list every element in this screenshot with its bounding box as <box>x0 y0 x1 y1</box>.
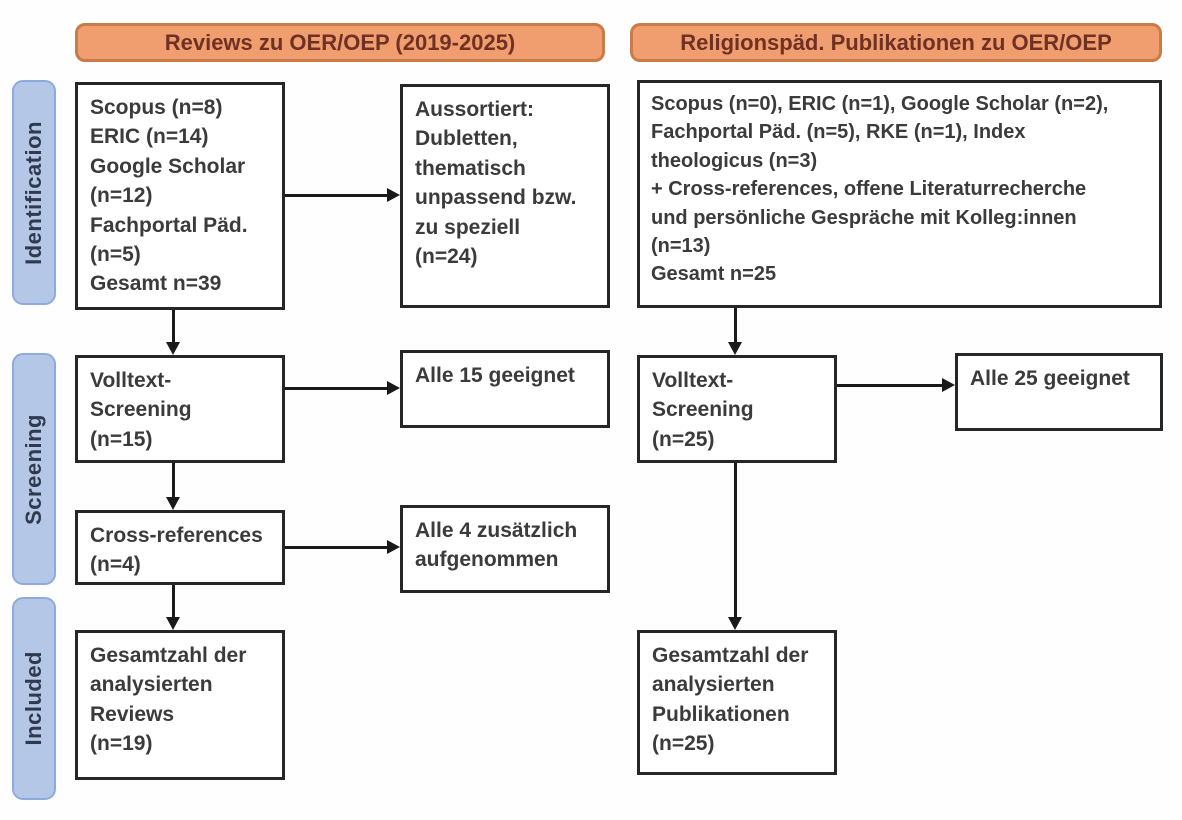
arrow-crossref-to-result <box>285 540 400 554</box>
arrow-sources-to-excluded <box>285 188 400 202</box>
stage-label-screening-text: Screening <box>21 413 46 525</box>
stage-label-included-text: Included <box>21 651 46 746</box>
box-left-fulltext-result: Alle 15 geeignet <box>400 350 610 428</box>
box-right-sources: Scopus (n=0), ERIC (n=1), Google Scholar… <box>637 80 1162 308</box>
arrow-fulltext-to-result <box>285 381 400 395</box>
box-left-cross-references-result: Alle 4 zusätzlich aufgenommen <box>400 505 610 593</box>
box-left-cross-references: Cross-references (n=4) <box>75 510 285 585</box>
box-left-fulltext-screening: Volltext- Screening (n=15) <box>75 355 285 463</box>
arrow-right-sources-to-fulltext <box>728 308 742 355</box>
arrow-fulltext-to-crossref <box>166 463 180 510</box>
arrow-right-fulltext-to-result <box>837 378 955 392</box>
box-left-sources: Scopus (n=8) ERIC (n=14) Google Scholar … <box>75 82 285 310</box>
stage-label-included: Included <box>12 597 56 800</box>
stage-label-identification-text: Identification <box>21 120 46 265</box>
arrow-sources-to-fulltext <box>166 310 180 355</box>
box-right-included-total: Gesamtzahl der analysierten Publikatione… <box>637 630 837 775</box>
stage-label-identification: Identification <box>12 80 56 305</box>
stage-label-screening: Screening <box>12 353 56 585</box>
column-header-religionspaed: Religionspäd. Publikationen zu OER/OEP <box>630 23 1162 62</box>
box-right-fulltext-result: Alle 25 geeignet <box>955 353 1163 431</box>
box-right-fulltext-screening: Volltext- Screening (n=25) <box>637 355 837 463</box>
arrow-right-fulltext-to-included <box>728 463 742 630</box>
arrow-crossref-to-included <box>166 585 180 630</box>
column-header-reviews: Reviews zu OER/OEP (2019-2025) <box>75 23 605 62</box>
box-left-excluded: Aussortiert: Dubletten, thematisch unpas… <box>400 84 610 308</box>
box-left-included-total: Gesamtzahl der analysierten Reviews (n=1… <box>75 630 285 780</box>
